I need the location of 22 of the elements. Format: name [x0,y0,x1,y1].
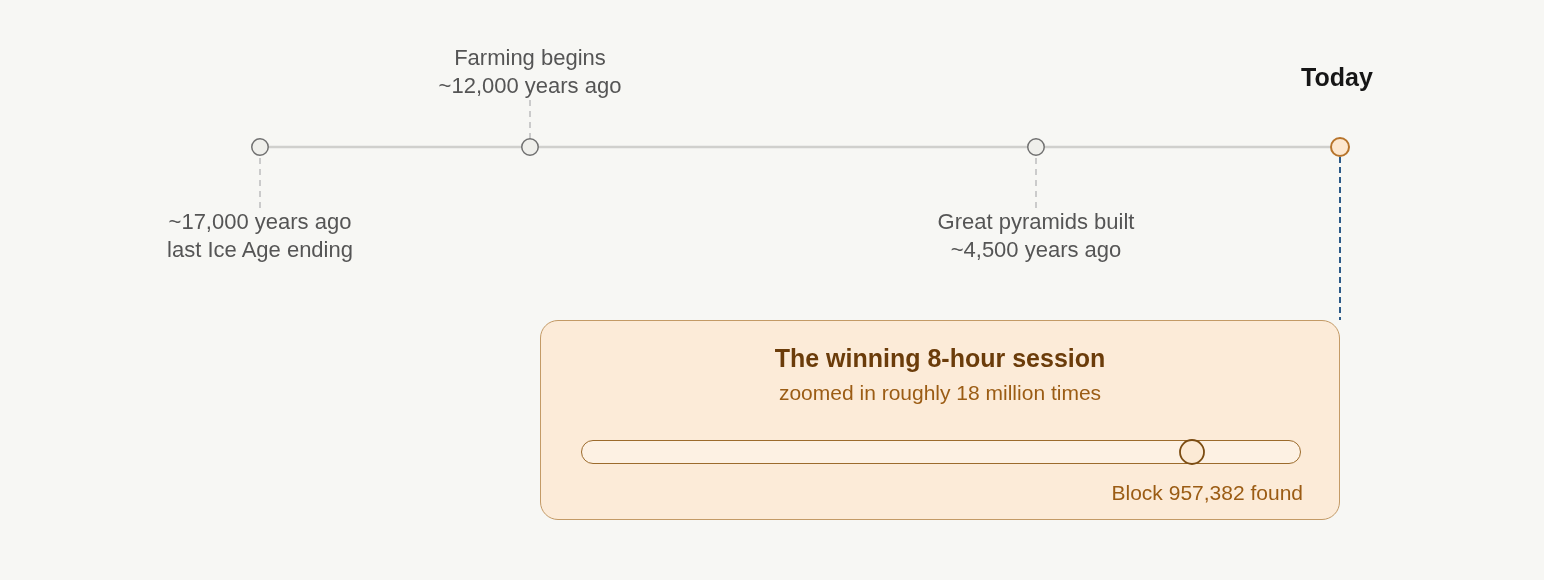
event-label: last Ice Age ending [167,236,353,264]
event-label: Great pyramids built [937,208,1135,236]
date-label: ~12,000 years ago [438,72,622,100]
event-label: Farming begins [454,44,606,72]
timeline-marker [251,138,269,156]
timeline-line [1045,145,1330,149]
leader-line [1035,155,1037,209]
leader-line [259,155,261,209]
timeline-line [269,145,521,149]
date-label: ~17,000 years ago [168,208,352,236]
card-subtitle: zoomed in roughly 18 million times [778,380,1102,406]
marker-label: Today [1301,62,1373,92]
timeline-marker [1027,138,1045,156]
date-label: ~4,500 years ago [950,236,1122,264]
leader-line [1339,156,1341,321]
timeline-line [539,145,1027,149]
leader-line [529,99,531,139]
session-card [540,320,1340,520]
card-title: The winning 8-hour session [774,343,1106,373]
timeline-marker [1330,137,1350,157]
found-note: Block 957,382 found [1111,480,1303,506]
timeline-marker [521,138,539,156]
